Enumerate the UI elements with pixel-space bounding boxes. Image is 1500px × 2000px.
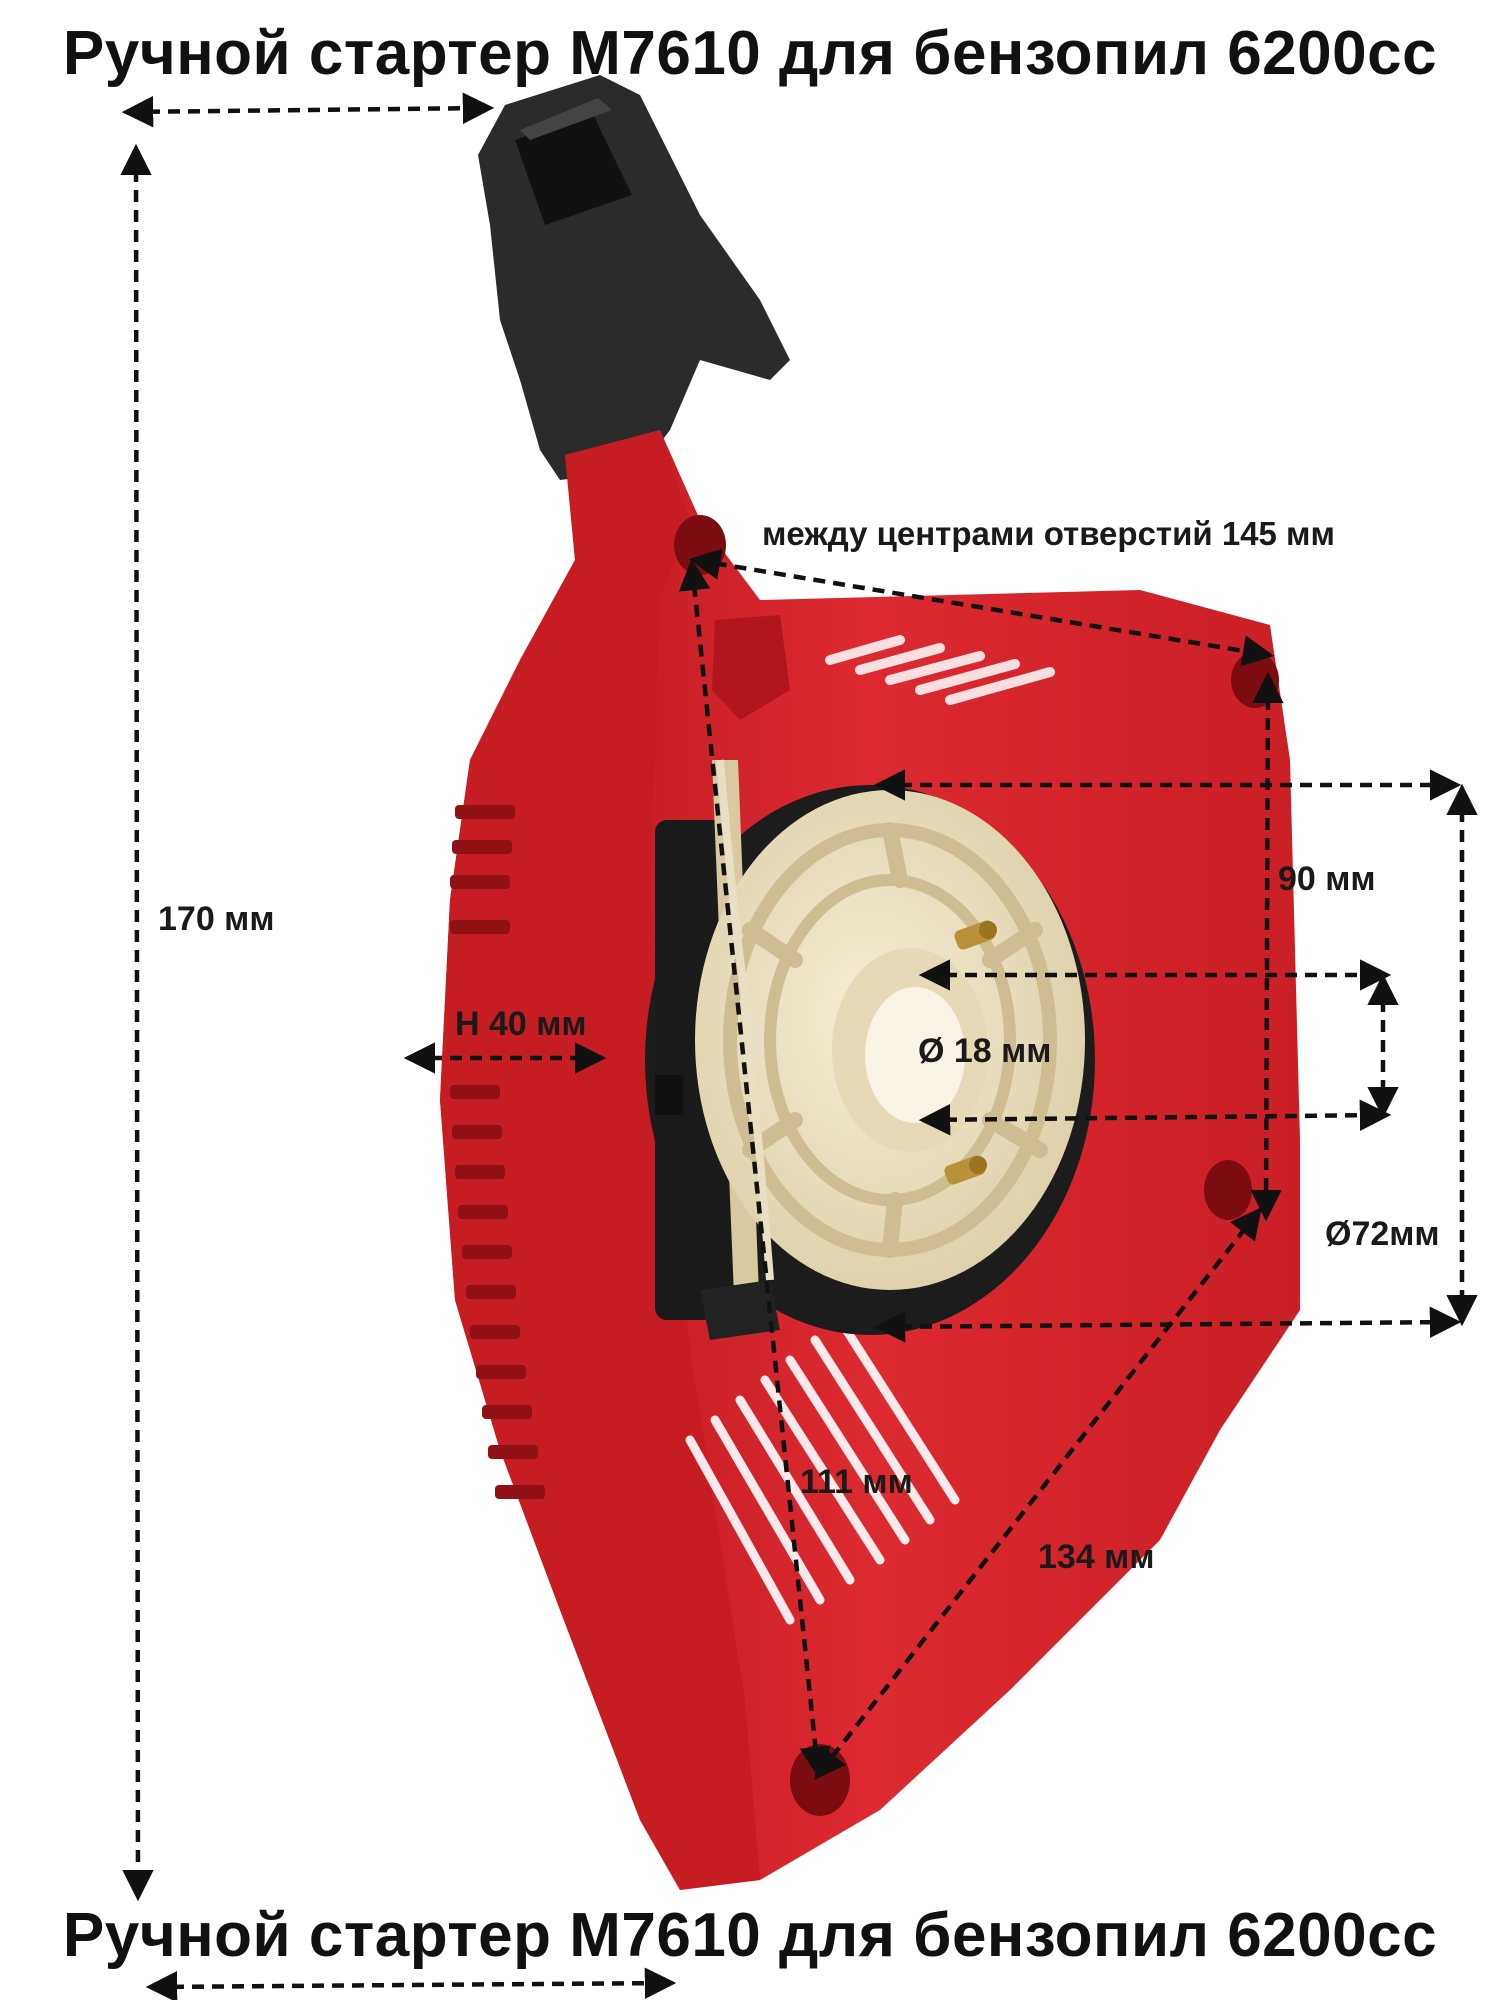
label-134: 134 мм: [1038, 1538, 1155, 1576]
product-title-top: Ручной стартер М7610 для бензопил 6200cc: [62, 19, 1438, 88]
dim-line-111: [678, 558, 832, 1779]
label-height: 170 мм: [158, 900, 275, 938]
dim-line-top-width: [121, 92, 495, 128]
label-depth: Н 40 мм: [455, 1005, 587, 1043]
label-shaft-diameter: Ø 18 мм: [918, 1032, 1052, 1070]
label-pulley-diameter: Ø72мм: [1325, 1215, 1440, 1253]
label-90: 90 мм: [1278, 860, 1376, 898]
label-111: 111 мм: [800, 1463, 913, 1501]
dimension-lines: [120, 92, 1478, 2000]
label-holes-spacing: между центрами отверстий 145 мм: [762, 515, 1335, 552]
dim-line-bottom-width: [145, 1967, 677, 2000]
dim-line-shaft-bottom: [918, 1099, 1392, 1136]
dim-line-height: [120, 143, 154, 1902]
pull-handle: [478, 75, 790, 480]
product-title-bottom: Ручной стартер М7610 для бензопил 6200cc: [62, 1901, 1438, 1970]
dim-line-holes-spacing: [688, 548, 1275, 667]
